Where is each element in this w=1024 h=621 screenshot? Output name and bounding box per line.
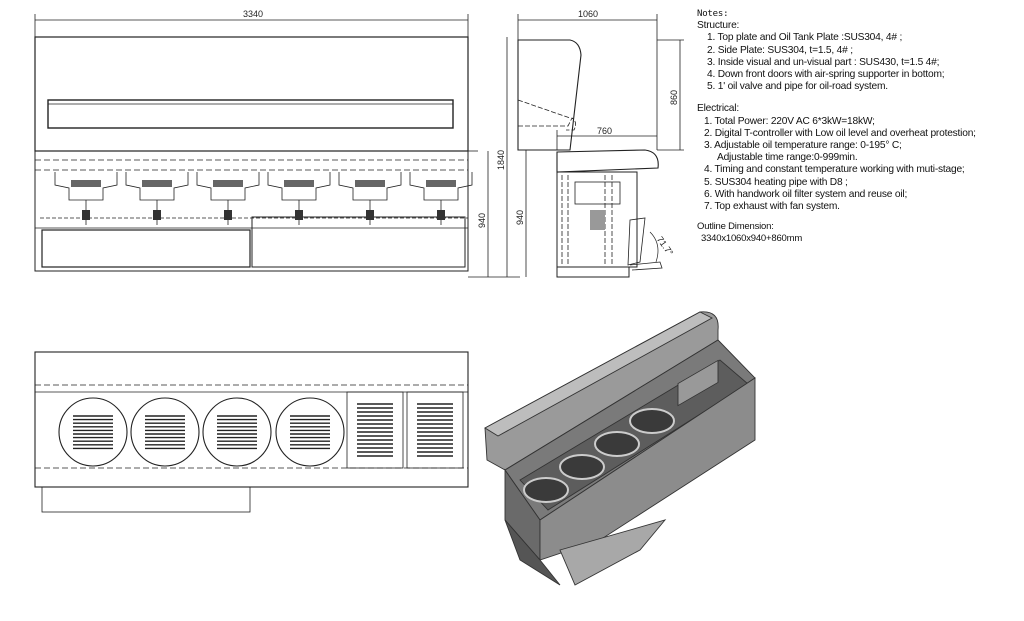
- oil-valve: [82, 210, 90, 220]
- oil-valve: [295, 210, 303, 220]
- counter-depth-dimension: 760: [597, 126, 612, 136]
- side-counter-height-dimension: 940: [515, 210, 525, 225]
- isometric-view: [484, 311, 756, 586]
- notes-title: Notes:: [697, 9, 729, 19]
- outline-title: Outline Dimension:: [697, 221, 774, 233]
- fryer-well: [202, 397, 272, 467]
- front-view: 3340 940 1840: [34, 9, 520, 278]
- fryer-basket: [145, 415, 185, 450]
- electrical-note: 2. Digital T-controller with Low oil lev…: [704, 127, 976, 139]
- fryer-basket: [217, 415, 257, 450]
- fryer-well: [406, 391, 464, 469]
- fryer-opening: [523, 477, 569, 503]
- oil-valve: [366, 210, 374, 220]
- fryer-opening: [559, 454, 605, 480]
- fryer-basket: [417, 403, 453, 457]
- fryer-basket: [73, 415, 113, 450]
- oil-valve: [224, 210, 232, 220]
- electrical-title: Electrical:: [697, 103, 739, 115]
- structure-note: 3. Inside visual and un-visual part : SU…: [707, 56, 940, 68]
- structure-note: 1. Top plate and Oil Tank Plate :SUS304,…: [707, 32, 903, 44]
- counter-height-dimension: 940: [477, 213, 487, 228]
- fryer-well: [346, 391, 404, 469]
- structure-note: 2. Side Plate: SUS304, t=1.5, 4# ;: [707, 44, 853, 56]
- electrical-note: Adjustable time range:0-999min.: [717, 152, 858, 164]
- structure-note: 5. 1' oil valve and pipe for oil-road sy…: [707, 81, 888, 93]
- fryer-well: [130, 397, 200, 467]
- fryer-basket: [357, 403, 393, 457]
- width-dimension: 3340: [243, 9, 263, 19]
- electrical-note: 7. Top exhaust with fan system.: [704, 201, 840, 213]
- fryer-basket: [290, 415, 330, 450]
- heating-element: [355, 180, 385, 187]
- electrical-note: 6. With handwork oil filter system and r…: [704, 188, 908, 200]
- structure-title: Structure:: [697, 20, 740, 32]
- fryer-opening: [594, 431, 640, 457]
- fryer-opening: [629, 408, 675, 434]
- heating-element: [426, 180, 456, 187]
- notes-panel: Notes: Structure: 1. Top plate and Oil T…: [697, 8, 976, 246]
- electrical-note: 4. Timing and constant temperature worki…: [704, 164, 965, 176]
- depth-dimension: 1060: [578, 9, 598, 19]
- electrical-note: 5. SUS304 heating pipe with D8 ;: [704, 176, 848, 188]
- structure-note: 4. Down front doors with air-spring supp…: [707, 69, 945, 81]
- heating-element: [213, 180, 243, 187]
- top-view: [34, 351, 469, 513]
- heating-element: [284, 180, 314, 187]
- heating-element: [142, 180, 172, 187]
- electrical-note: 1. Total Power: 220V AC 6*3kW=18kW;: [704, 115, 875, 127]
- outline-value: 3340x1060x940+860mm: [701, 233, 803, 245]
- total-height-dimension: 1840: [496, 150, 506, 170]
- fryer-well: [275, 397, 345, 467]
- heating-element: [71, 180, 101, 187]
- electrical-note: 3. Adjustable oil temperature range: 0-1…: [704, 140, 902, 152]
- oil-valve: [153, 210, 161, 220]
- fryer-well: [58, 397, 128, 467]
- oil-valve: [437, 210, 445, 220]
- side-view: 1060 71.7° 860 760 940: [515, 9, 684, 278]
- hood-height-dimension: 860: [669, 90, 679, 105]
